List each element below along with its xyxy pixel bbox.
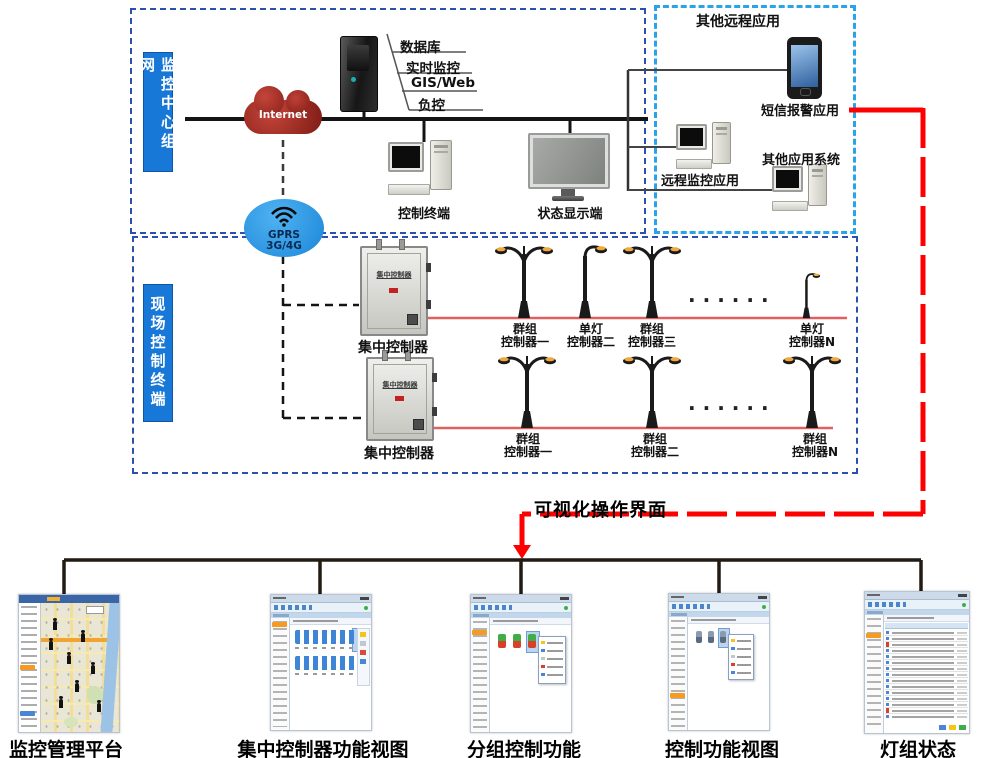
status-display-label: 状态显示端 bbox=[537, 207, 603, 222]
controller-2-caption: 集中控制器 bbox=[364, 446, 434, 462]
mini-action-buttons bbox=[959, 725, 966, 730]
mini-tree-panel bbox=[865, 615, 884, 733]
mini-toolbar bbox=[865, 600, 969, 610]
label-control-view: 控制功能视图 bbox=[664, 739, 780, 758]
mini-table-header bbox=[885, 623, 968, 629]
visual-ui-red-route bbox=[513, 107, 926, 559]
mini-table bbox=[885, 630, 968, 719]
lamp-label: 群组控制器二 bbox=[630, 432, 679, 459]
controller-1-panel-label: 集中控制器 bbox=[376, 271, 412, 280]
label-controller-view: 集中控制器功能视图 bbox=[237, 739, 409, 758]
street-lamp bbox=[493, 244, 555, 320]
mini-context-menu bbox=[538, 636, 566, 684]
wifi-icon bbox=[271, 206, 297, 227]
map-marker bbox=[97, 700, 101, 712]
map-marker bbox=[91, 662, 95, 674]
mini-content bbox=[688, 617, 769, 730]
gprs-node: GPRS 3G/4G bbox=[244, 199, 324, 257]
red-arrowhead bbox=[513, 545, 531, 559]
mini-tree-panel bbox=[271, 618, 290, 730]
ellipsis-row2: ······ bbox=[688, 396, 776, 420]
street-lamp bbox=[577, 244, 609, 320]
lamp-label: 群组控制器一 bbox=[500, 322, 549, 349]
remote-apps-region bbox=[654, 5, 856, 234]
lamp-label: 单灯控制器二 bbox=[566, 322, 615, 349]
screenshot-monitoring-platform bbox=[18, 594, 120, 733]
mini-map bbox=[41, 603, 119, 732]
mini-titlebar bbox=[669, 594, 769, 602]
visual-interface-label: 可视化操作界面 bbox=[534, 500, 667, 521]
status-display-icon bbox=[528, 133, 610, 203]
server-label-database: 数据库 bbox=[400, 40, 441, 56]
street-lamp bbox=[801, 272, 822, 320]
server-label-loadctl: 负控 bbox=[418, 98, 445, 114]
mini-content bbox=[884, 615, 969, 733]
other-system-label: 其他应用系统 bbox=[761, 153, 840, 168]
monitoring-center-side-label: 监控中心组网 bbox=[138, 52, 177, 172]
map-marker bbox=[75, 680, 79, 692]
mini-titlebar bbox=[471, 595, 571, 603]
central-controller-1-icon: 集中控制器 bbox=[360, 239, 431, 336]
label-lamp-status: 灯组状态 bbox=[879, 739, 957, 758]
field-terminal-side-label: 现场控制终端 bbox=[143, 284, 173, 422]
controller-1-caption: 集中控制器 bbox=[358, 340, 428, 356]
mini-titlebar bbox=[271, 595, 371, 603]
lamp-label: 群组控制器N bbox=[791, 432, 839, 459]
remote-monitor-label: 远程监控应用 bbox=[660, 174, 739, 189]
label-group-control: 分组控制功能 bbox=[466, 739, 582, 758]
mini-toolbar bbox=[471, 603, 571, 613]
lamp-label: 单灯控制器N bbox=[788, 322, 836, 349]
gprs-label-line1: GPRS bbox=[268, 229, 300, 241]
internet-cloud-icon: Internet bbox=[244, 86, 322, 134]
mini-toolbar bbox=[271, 603, 371, 613]
server-label-gisweb: GIS/Web bbox=[411, 75, 475, 91]
street-lamp bbox=[621, 244, 683, 320]
map-marker bbox=[49, 638, 53, 650]
mini-content bbox=[490, 618, 571, 732]
mini-content bbox=[290, 618, 371, 730]
gprs-label-line2: 3G/4G bbox=[266, 240, 302, 252]
screenshot-control-view bbox=[668, 593, 770, 731]
map-marker bbox=[59, 696, 63, 708]
server-tower-icon bbox=[340, 36, 378, 112]
screenshot-lamp-status bbox=[864, 591, 970, 734]
lamp-label: 群组控制器三 bbox=[627, 322, 676, 349]
server-label-realtime: 实时监控 bbox=[406, 61, 460, 77]
controller-2-panel-label: 集中控制器 bbox=[382, 380, 418, 389]
sms-app-label: 短信报警应用 bbox=[760, 104, 839, 119]
control-terminal-icon bbox=[388, 140, 464, 202]
mini-titlebar bbox=[865, 592, 969, 600]
ellipsis-row1: ······ bbox=[688, 288, 776, 312]
mini-titlebar bbox=[19, 595, 119, 603]
lamp-label: 群组控制器一 bbox=[503, 432, 552, 459]
control-terminal-label: 控制终端 bbox=[397, 207, 450, 222]
mini-side-buttons bbox=[357, 628, 370, 686]
street-lamp bbox=[621, 354, 683, 430]
mini-toolbar bbox=[669, 602, 769, 612]
mini-tree-panel bbox=[471, 618, 490, 732]
map-marker bbox=[67, 652, 71, 664]
mini-tree-panel bbox=[669, 617, 688, 730]
screenshot-controller-view bbox=[270, 594, 372, 731]
field-terminal-region bbox=[132, 236, 858, 474]
internet-label: Internet bbox=[258, 109, 308, 121]
mini-context-menu bbox=[728, 634, 754, 680]
remote-monitor-pc-icon bbox=[676, 122, 740, 172]
screenshot-tree bbox=[62, 558, 923, 595]
other-system-pc-icon bbox=[772, 164, 836, 214]
label-monitoring-platform: 监控管理平台 bbox=[8, 739, 124, 758]
street-lamp bbox=[781, 354, 843, 430]
smartphone-icon bbox=[787, 37, 822, 99]
central-controller-2-icon: 集中控制器 bbox=[366, 350, 437, 441]
map-marker bbox=[81, 630, 85, 642]
map-marker bbox=[53, 618, 57, 630]
remote-apps-title: 其他远程应用 bbox=[696, 14, 780, 30]
screenshot-group-control bbox=[470, 594, 572, 733]
mini-tree-panel bbox=[19, 603, 41, 732]
street-lamp bbox=[496, 354, 558, 430]
